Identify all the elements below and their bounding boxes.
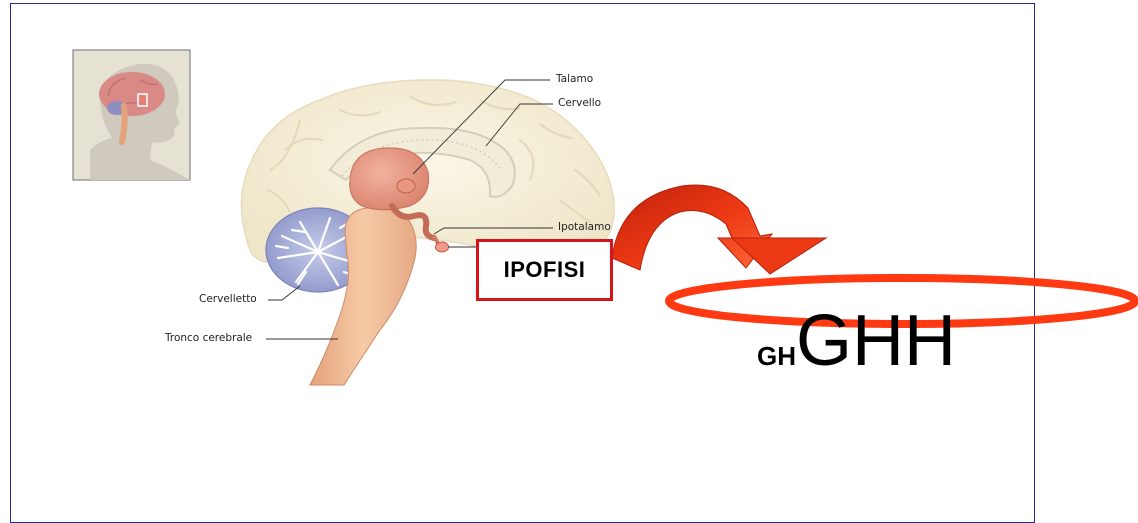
arrow-head xyxy=(732,238,826,274)
ghh-label: GHH xyxy=(796,301,956,381)
gh-label: GH xyxy=(757,341,796,371)
hormone-labels: GHGHH xyxy=(757,305,956,377)
label-ipotalamo: Ipotalamo xyxy=(558,221,611,233)
label-talamo: Talamo xyxy=(556,73,593,85)
ipofisi-label: IPOFISI xyxy=(504,257,586,283)
label-tronco-cerebrale: Tronco cerebrale xyxy=(165,332,252,344)
ipofisi-callout: IPOFISI xyxy=(476,239,613,301)
label-cervello: Cervello xyxy=(558,97,601,109)
label-cervelletto: Cervelletto xyxy=(199,293,257,305)
